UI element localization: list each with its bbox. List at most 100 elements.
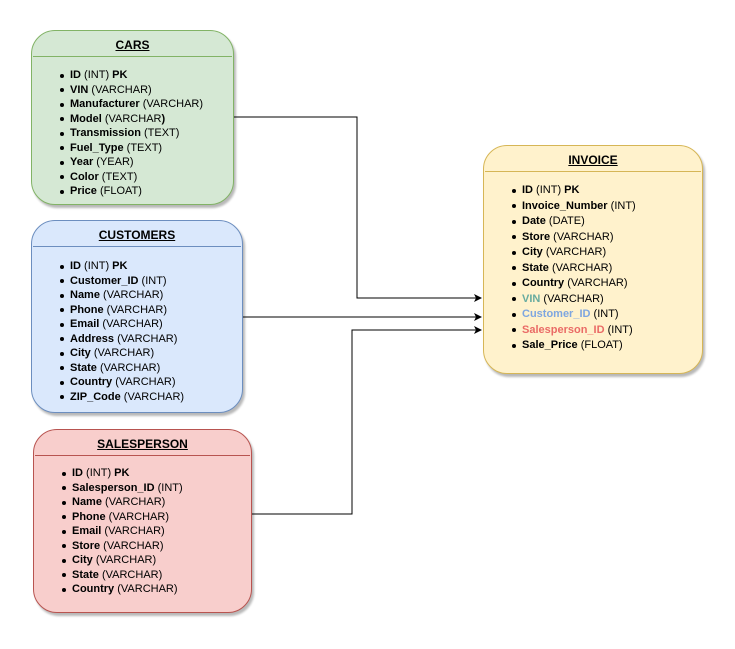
field-item: Customer_ID (INT)	[32, 274, 242, 289]
salesperson-to-invoice-connector	[252, 326, 482, 515]
field-item: Salesperson_ID (INT)	[34, 481, 251, 496]
field-item: Salesperson_ID (INT)	[484, 323, 702, 339]
field-item: ID (INT) PK	[484, 183, 702, 199]
field-type: (VARCHAR)	[139, 98, 204, 110]
field-type: (INT)	[604, 323, 633, 336]
field-item: Date (DATE)	[484, 214, 702, 230]
field-name: Email	[72, 525, 102, 537]
field-type: (VARCHAR)	[100, 539, 164, 552]
field-name: Color	[70, 170, 99, 183]
field-item: State (VARCHAR)	[484, 261, 702, 277]
field-item: Manufacturer (VARCHAR)	[32, 97, 233, 112]
field-type: (VARCHAR)	[101, 525, 165, 537]
field-type: (TEXT)	[98, 170, 138, 183]
field-type: (VARCHAR)	[90, 347, 155, 359]
field-name: ID	[70, 260, 81, 272]
field-item: ID (INT) PK	[32, 68, 233, 83]
field-name: Name	[70, 289, 100, 301]
field-name: Address	[70, 332, 115, 345]
field-item: ZIP_Code (VARCHAR)	[32, 390, 242, 405]
field-item: Fuel_Type (TEXT)	[32, 141, 233, 156]
field-type: (INT)	[590, 308, 619, 320]
primary-key-marker: PK	[112, 69, 128, 81]
field-type: (DATE)	[545, 215, 585, 227]
field-type: (INT)	[533, 184, 565, 196]
field-item: City (VARCHAR)	[484, 245, 702, 261]
field-name: Fuel_Type	[70, 141, 124, 154]
field-type: (INT)	[83, 467, 115, 479]
field-name: City	[70, 347, 91, 359]
field-item: VIN (VARCHAR)	[32, 83, 233, 98]
field-name: ID	[72, 467, 83, 479]
field-item: Address (VARCHAR)	[32, 332, 242, 347]
field-name: Manufacturer	[70, 98, 140, 110]
field-name: Phone	[72, 510, 106, 523]
field-name: Transmission	[70, 127, 141, 139]
field-name: State	[72, 568, 99, 581]
field-item: Store (VARCHAR)	[484, 230, 702, 246]
field-name: Customer_ID	[522, 308, 591, 320]
entity-title: INVOICE	[568, 153, 618, 167]
field-name: City	[72, 554, 93, 566]
field-type: (VARCHAR)	[114, 332, 178, 345]
field-type: (VARCHAR)	[92, 554, 157, 566]
field-type: (VARCHAR)	[550, 230, 614, 243]
field-item: Name (VARCHAR)	[34, 495, 251, 510]
field-type: (VARCHAR)	[103, 303, 167, 316]
field-name: Country	[72, 583, 115, 595]
entity-title: CARS	[115, 38, 150, 52]
cars-to-invoice-connector	[234, 116, 482, 302]
field-type: (VARCHAR)	[548, 261, 613, 274]
field-name: Sale_Price	[522, 339, 578, 351]
field-name: State	[522, 261, 549, 274]
field-item: ID (INT) PK	[34, 466, 251, 481]
field-type: (FLOAT)	[96, 185, 142, 197]
field-type: (INT)	[81, 260, 113, 272]
field-item: Sale_Price (FLOAT)	[484, 338, 702, 354]
field-type: (VARCHAR)	[540, 292, 604, 305]
primary-key-marker: PK	[114, 467, 130, 479]
field-type: (VARCHAR)	[101, 496, 166, 508]
field-type: (VARCHAR)	[114, 583, 178, 595]
field-name: Phone	[70, 303, 104, 316]
field-item: Country (VARCHAR)	[484, 276, 702, 292]
field-type: (INT)	[138, 274, 167, 287]
primary-key-marker: PK	[112, 260, 128, 272]
field-item: Store (VARCHAR)	[34, 539, 251, 554]
field-item: City (VARCHAR)	[34, 553, 251, 568]
field-type: (VARCHAR)	[98, 568, 163, 581]
field-name: Date	[522, 215, 546, 227]
field-item: Color (TEXT)	[32, 170, 233, 185]
field-item: City (VARCHAR)	[32, 346, 242, 361]
field-type: (VARCHAR)	[564, 277, 628, 289]
field-item: Email (VARCHAR)	[34, 524, 251, 539]
field-item: Email (VARCHAR)	[32, 317, 242, 332]
field-list: ID (INT) PK Customer_ID (INT)Name (VARCHA…	[32, 259, 242, 404]
field-name: VIN	[70, 83, 89, 96]
field-item: State (VARCHAR)	[32, 361, 242, 376]
field-name: Email	[70, 318, 100, 330]
field-item: Invoice_Number (INT)	[484, 199, 702, 215]
field-type: (VARCHAR)	[120, 390, 185, 403]
field-type: (INT)	[81, 69, 113, 81]
field-item: Country (VARCHAR)	[32, 375, 242, 390]
field-item: Year (YEAR)	[32, 155, 233, 170]
field-type: (VARCHAR)	[96, 361, 161, 374]
entity-divider	[35, 455, 250, 456]
field-name: ID	[522, 184, 533, 196]
field-name: Name	[72, 496, 102, 508]
field-type-suffix: )	[161, 112, 166, 125]
field-type: (INT)	[607, 199, 636, 212]
field-item: Model (VARCHAR)	[32, 112, 233, 127]
field-name: ZIP_Code	[70, 390, 121, 403]
field-item: Country (VARCHAR)	[34, 582, 251, 597]
field-name: Country	[522, 277, 565, 289]
